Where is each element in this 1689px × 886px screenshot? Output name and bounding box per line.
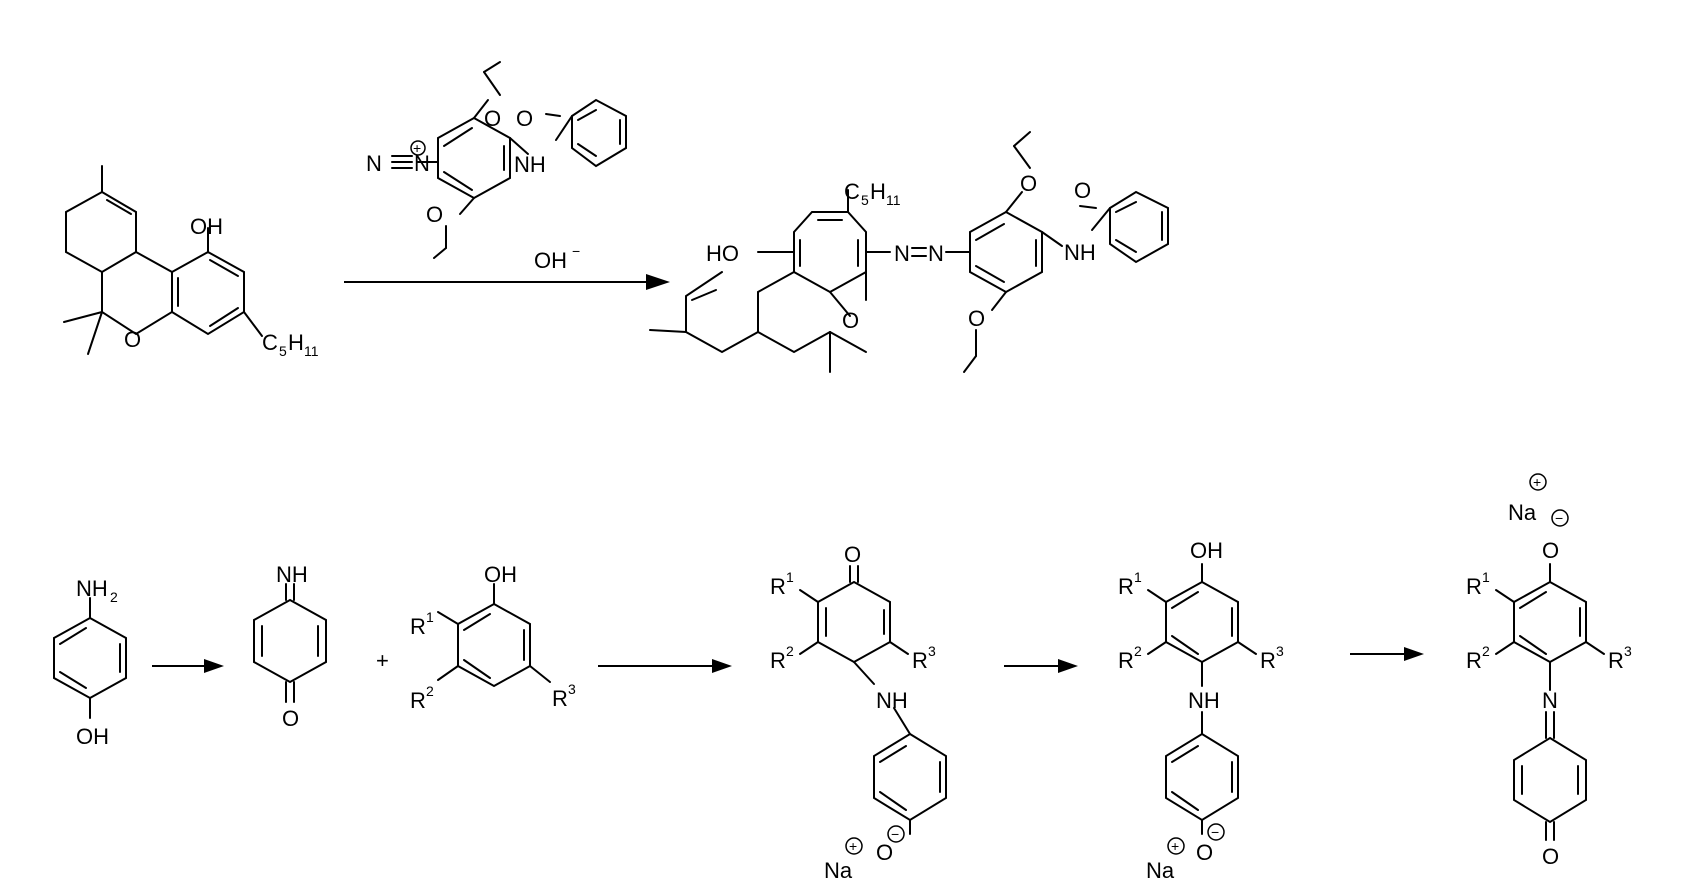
s5-plus: + <box>1171 838 1179 854</box>
s5-r3-label: 3 <box>1276 643 1284 659</box>
s5-o-minus-label: O <box>1196 840 1213 865</box>
product-nh-label: NH <box>1064 240 1096 265</box>
diazonium-reagent: N N + O O NH O <box>366 61 627 259</box>
s6-minus: − <box>1555 510 1563 526</box>
s5-na-label: Na <box>1146 858 1175 883</box>
s6-o-label: O <box>1542 844 1559 869</box>
s5-nh-label: NH <box>1188 688 1220 713</box>
s4-r1-r-label: R <box>770 574 786 599</box>
s3-r-label: R <box>410 614 426 639</box>
plus-charge-icon <box>410 140 426 156</box>
s1-oh-label: OH <box>76 724 109 749</box>
s2-o-label: O <box>282 706 299 731</box>
arrow-5 <box>1350 647 1424 661</box>
s3-oh-label: OH <box>484 562 517 587</box>
reaction-arrow-1: OH − <box>344 243 670 290</box>
s3-r2-label: 2 <box>426 683 434 699</box>
product-5-label: 5 <box>861 192 869 208</box>
product-h-label: H <box>870 179 886 204</box>
diarylamine-phenolate: OH R 1 R 2 R 3 NH O − Na + <box>1118 538 1284 883</box>
product-o3-label: O <box>1074 178 1091 203</box>
arrow-3 <box>598 659 732 673</box>
thc-reactant: OH O C 5 H 11 <box>63 165 319 359</box>
s6-r1-label: 1 <box>1482 569 1490 585</box>
minus-charge-icon <box>887 825 905 843</box>
s3-r1-label: 1 <box>426 609 434 625</box>
thc-oh-label: OH <box>190 214 223 239</box>
plus-charge-icon <box>1529 473 1547 491</box>
s4-r2-label: 2 <box>786 643 794 659</box>
s6-r2-r-label: R <box>1466 648 1482 673</box>
s4-r3-r-label: R <box>912 648 928 673</box>
s5-r2-r-label: R <box>1118 648 1134 673</box>
product-o2-label: O <box>968 306 985 331</box>
s4-o-label: O <box>844 542 861 567</box>
s6-na-label: Na <box>1508 500 1537 525</box>
s5-oh-label: OH <box>1190 538 1223 563</box>
indophenol-product: Na + − O R 1 R 2 R 3 N O <box>1466 473 1632 869</box>
s4-o-minus-label: O <box>876 840 893 865</box>
plus-charge-icon <box>1167 837 1185 855</box>
hydroxide-minus: − <box>572 243 580 259</box>
s6-r3-label: 3 <box>1624 643 1632 659</box>
thc-c-label: C <box>262 330 278 355</box>
diazo-o3-label: O <box>516 106 533 131</box>
diazo-o1-label: O <box>484 106 501 131</box>
s6-r2-label: 2 <box>1482 643 1490 659</box>
s5-r1-label: 1 <box>1134 569 1142 585</box>
quinone-imine: NH O <box>253 562 327 731</box>
s5-r2-label: 2 <box>1134 643 1142 659</box>
substituted-phenol: OH R 1 R 2 R 3 <box>410 562 576 713</box>
plus-charge-icon <box>845 837 863 855</box>
thc-5-label: 5 <box>279 343 287 359</box>
s4-plus: + <box>849 838 857 854</box>
s5-r3-r-label: R <box>1260 648 1276 673</box>
s3-r3-label: 3 <box>568 681 576 697</box>
s2-nh-label: NH <box>276 562 308 587</box>
product-c-label: C <box>844 179 860 204</box>
product-n2-label: N <box>928 241 944 266</box>
s6-r1-r-label: R <box>1466 574 1482 599</box>
s4-nh-label: NH <box>876 688 908 713</box>
plus-sign: + <box>376 648 389 673</box>
product-11-label: 11 <box>886 192 901 208</box>
product-n1-label: N <box>894 241 910 266</box>
s5-r1-r-label: R <box>1118 574 1134 599</box>
s5-minus: − <box>1211 824 1219 840</box>
s4-r3-label: 3 <box>928 643 936 659</box>
minus-charge-icon <box>1207 823 1225 841</box>
arrow-2 <box>152 659 224 673</box>
s3-r3-r-label: R <box>552 686 568 711</box>
intermediate-adduct: O R 1 R 2 R 3 NH O − Na + <box>770 542 947 883</box>
s1-2-label: 2 <box>110 589 118 605</box>
p-aminophenol: NH 2 OH <box>53 576 127 749</box>
s6-r3-r-label: R <box>1608 648 1624 673</box>
diazo-nh-label: NH <box>514 152 546 177</box>
s4-r1-label: 1 <box>786 569 794 585</box>
s4-minus: − <box>891 826 899 842</box>
diazo-plus: + <box>413 140 421 156</box>
product-ho-label: HO <box>706 241 739 266</box>
product-o1-label: O <box>1020 171 1037 196</box>
hydroxide-label: OH <box>534 248 567 273</box>
s1-nh-label: NH <box>76 576 108 601</box>
thc-h-label: H <box>288 330 304 355</box>
diazo-n1-label: N <box>366 151 382 176</box>
s4-na-label: Na <box>824 858 853 883</box>
diazo-n2-label: N <box>414 151 430 176</box>
arrow-4 <box>1004 659 1078 673</box>
s4-r2-r-label: R <box>770 648 786 673</box>
minus-charge-icon <box>1551 509 1569 527</box>
azo-product: HO C 5 H 11 N N O O O NH O <box>649 131 1169 373</box>
s6-o-minus-label: O <box>1542 538 1559 563</box>
diazo-o2-label: O <box>426 202 443 227</box>
product-ring-o-label: O <box>842 308 859 333</box>
s6-n-label: N <box>1542 688 1558 713</box>
s3-r2-r-label: R <box>410 688 426 713</box>
thc-o-label: O <box>124 327 141 352</box>
s6-plus: + <box>1533 474 1541 490</box>
thc-11-label: 11 <box>304 343 319 359</box>
